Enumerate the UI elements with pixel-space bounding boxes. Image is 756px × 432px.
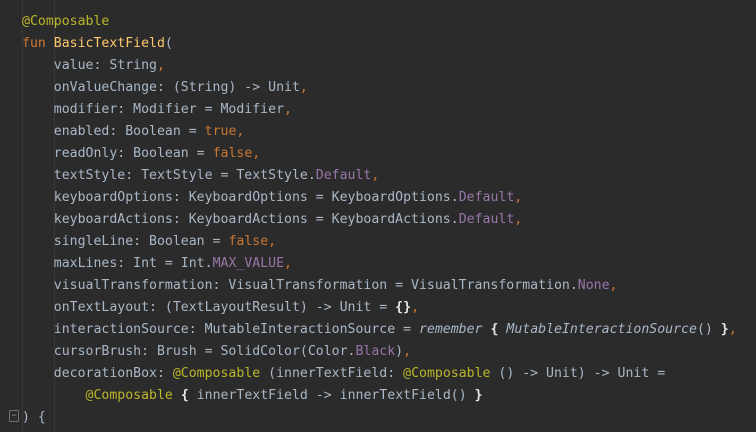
code-token-italic: remember bbox=[418, 322, 483, 337]
code-token-bracebold: } bbox=[720, 322, 729, 337]
code-token-default: textStyle: TextStyle = TextStyle. bbox=[22, 168, 316, 183]
code-token-bracebold: } bbox=[474, 388, 483, 403]
code-line[interactable]: keyboardActions: KeyboardActions = Keybo… bbox=[22, 209, 737, 231]
code-token-default: readOnly: Boolean = bbox=[22, 146, 213, 161]
code-token-default: ( bbox=[164, 36, 173, 51]
code-token-keyword: , bbox=[299, 80, 308, 95]
code-token-bracebold: { bbox=[180, 388, 189, 403]
code-token-default: ) { bbox=[22, 410, 46, 425]
code-line[interactable]: decorationBox: @Composable (innerTextFie… bbox=[22, 363, 737, 385]
code-token-bracebold: {} bbox=[395, 300, 412, 315]
code-token-keyword: false, bbox=[228, 234, 277, 249]
code-token-keyword: , bbox=[728, 322, 737, 337]
code-line[interactable]: modifier: Modifier = Modifier, bbox=[22, 99, 737, 121]
code-token-keyword: , bbox=[514, 190, 523, 205]
code-token-default: singleLine: Boolean = bbox=[22, 234, 229, 249]
code-token-keyword: , bbox=[514, 212, 523, 227]
code-token-default: cursorBrush: Brush = SolidColor(Color. bbox=[22, 344, 356, 359]
code-token-constant: None bbox=[577, 278, 610, 293]
code-token-default: modifier: Modifier = Modifier bbox=[22, 102, 285, 117]
code-token-bracebold: { bbox=[490, 322, 499, 337]
code-line[interactable]: cursorBrush: Brush = SolidColor(Color.Bl… bbox=[22, 341, 737, 363]
code-line[interactable]: singleLine: Boolean = false, bbox=[22, 231, 737, 253]
code-token-default: onValueChange: (String) -> Unit bbox=[22, 80, 300, 95]
code-token-default: () bbox=[696, 322, 721, 337]
code-token-keyword: false, bbox=[212, 146, 261, 161]
code-token-keyword: , bbox=[371, 168, 380, 183]
code-token-keyword: , bbox=[403, 344, 412, 359]
code-line[interactable]: value: String, bbox=[22, 55, 737, 77]
code-line[interactable]: visualTransformation: VisualTransformati… bbox=[22, 275, 737, 297]
indent-guide bbox=[22, 0, 23, 432]
code-line[interactable]: readOnly: Boolean = false, bbox=[22, 143, 737, 165]
code-token-constant: Black bbox=[355, 344, 396, 359]
indent-guide bbox=[54, 0, 55, 432]
code-token-constant: MAX_VALUE bbox=[212, 256, 285, 271]
code-token-default: innerTextField -> innerTextField() bbox=[188, 388, 475, 403]
code-token-constant: Default bbox=[315, 168, 372, 183]
code-line[interactable]: interactionSource: MutableInteractionSou… bbox=[22, 319, 737, 341]
code-token-constant: Default bbox=[458, 212, 515, 227]
code-line[interactable]: onValueChange: (String) -> Unit, bbox=[22, 77, 737, 99]
code-token-default: value: String bbox=[22, 58, 157, 73]
code-token-keyword: , bbox=[284, 256, 292, 271]
code-line[interactable]: ) { bbox=[22, 407, 737, 429]
code-token-default: onTextLayout: (TextLayoutResult) -> Unit… bbox=[22, 300, 396, 315]
code-lines: @Composable fun BasicTextField( value: St… bbox=[22, 11, 737, 429]
code-token-default: enabled: Boolean = bbox=[22, 124, 205, 139]
code-token-annotation: @Composable bbox=[403, 366, 491, 381]
code-token-default bbox=[173, 388, 181, 403]
code-token-default: (innerTextField: bbox=[260, 366, 404, 381]
code-token-default bbox=[22, 388, 86, 403]
code-token-default: keyboardOptions: KeyboardOptions = Keybo… bbox=[22, 190, 459, 205]
code-line[interactable]: keyboardOptions: KeyboardOptions = Keybo… bbox=[22, 187, 737, 209]
code-token-keyword: , bbox=[284, 102, 292, 117]
code-token-keyword: , bbox=[156, 58, 165, 73]
fold-collapse-icon[interactable]: − bbox=[9, 410, 19, 422]
code-token-keyword: true, bbox=[204, 124, 245, 139]
code-token-annotation: @Composable bbox=[85, 388, 173, 403]
code-line[interactable]: @Composable bbox=[22, 11, 737, 33]
code-token-constant: Default bbox=[458, 190, 515, 205]
code-token-default: maxLines: Int = Int. bbox=[22, 256, 213, 271]
code-line[interactable]: textStyle: TextStyle = TextStyle.Default… bbox=[22, 165, 737, 187]
code-token-keyword: , bbox=[411, 300, 420, 315]
code-line[interactable]: fun BasicTextField( bbox=[22, 33, 737, 55]
code-token-default: visualTransformation: VisualTransformati… bbox=[22, 278, 578, 293]
code-token-default: () -> Unit) -> Unit = bbox=[490, 366, 666, 381]
code-token-default: interactionSource: MutableInteractionSou… bbox=[22, 322, 419, 337]
code-token-default: ) bbox=[395, 344, 404, 359]
code-token-annotation: @Composable bbox=[172, 366, 261, 381]
code-line[interactable]: maxLines: Int = Int.MAX_VALUE, bbox=[22, 253, 737, 275]
code-line[interactable]: @Composable { innerTextField -> innerTex… bbox=[22, 385, 737, 407]
code-token-italic: MutableInteractionSource bbox=[506, 322, 697, 337]
code-token-keyword: fun bbox=[22, 36, 54, 51]
code-line[interactable]: enabled: Boolean = true, bbox=[22, 121, 737, 143]
code-line[interactable]: onTextLayout: (TextLayoutResult) -> Unit… bbox=[22, 297, 737, 319]
code-token-function: BasicTextField bbox=[53, 36, 165, 51]
code-token-annotation: @Composable bbox=[22, 14, 110, 29]
code-token-default: keyboardActions: KeyboardActions = Keybo… bbox=[22, 212, 459, 227]
code-token-default: decorationBox: bbox=[22, 366, 173, 381]
code-token-keyword: , bbox=[609, 278, 618, 293]
